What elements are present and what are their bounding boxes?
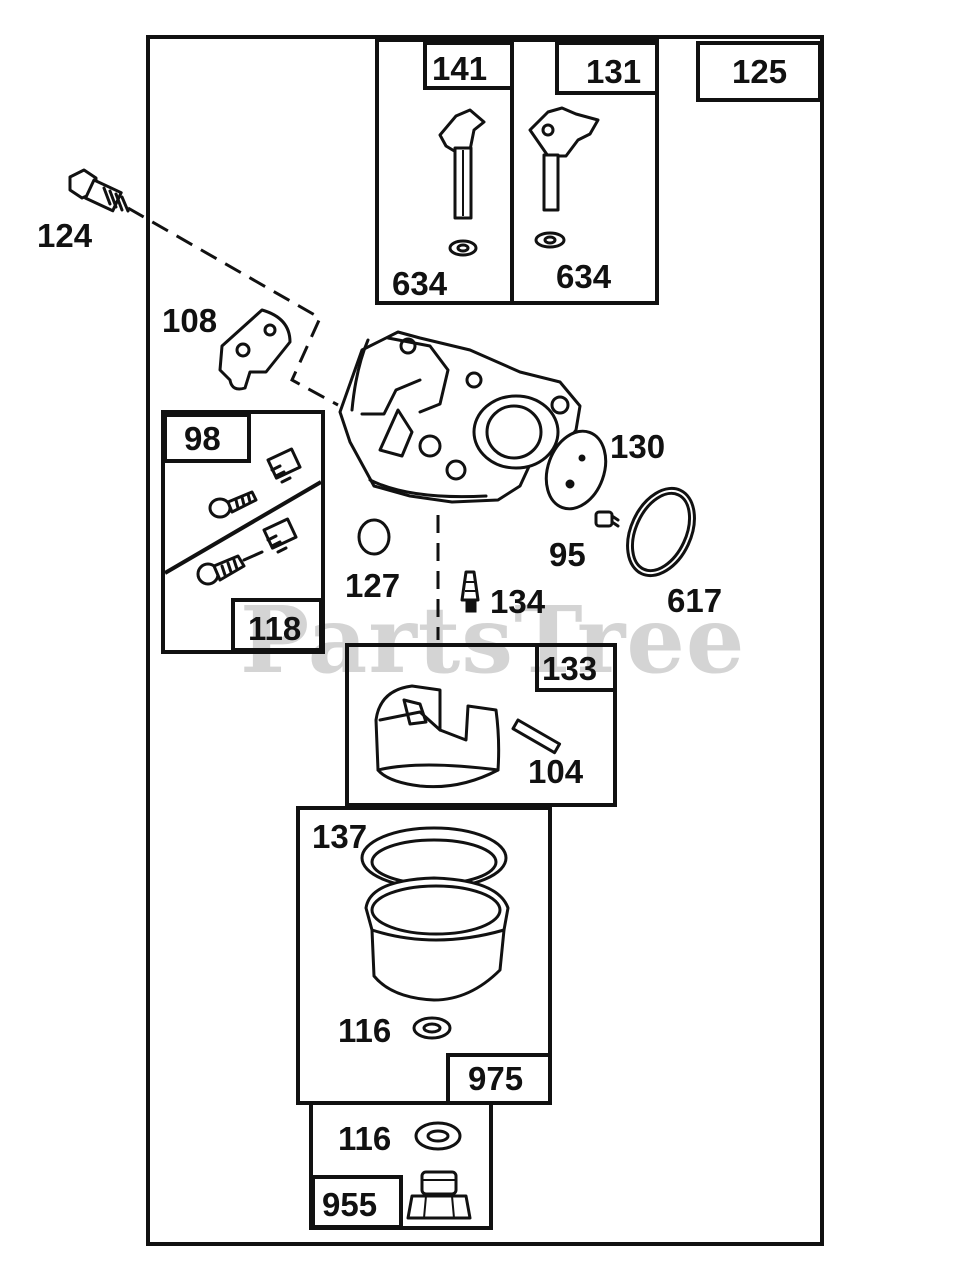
label-141: 141 — [432, 50, 487, 87]
label-634-b: 634 — [556, 258, 612, 295]
oring-617-drawing — [626, 486, 696, 578]
kit-divider — [163, 480, 323, 575]
label-box-125 — [696, 41, 822, 102]
label-955: 955 — [322, 1186, 377, 1223]
kit-box-133 — [345, 643, 617, 807]
assembly-frame — [146, 35, 824, 1246]
screw-95-drawing — [594, 510, 620, 528]
float-133-drawing — [374, 684, 562, 789]
kit-box-131 — [510, 38, 659, 305]
bowl-975-drawing — [360, 826, 510, 1040]
label-617: 617 — [667, 582, 722, 619]
label-box-955 — [311, 1175, 403, 1229]
lever-131-drawing — [528, 106, 600, 249]
needle-134-drawing — [460, 570, 480, 613]
lever-141-drawing — [438, 108, 486, 257]
label-box-975 — [446, 1053, 552, 1105]
leader-124 — [127, 206, 339, 407]
label-137: 137 — [312, 818, 367, 855]
screw-124-drawing — [68, 168, 130, 213]
label-127: 127 — [345, 567, 400, 604]
kit-98-parts-drawing — [208, 447, 302, 519]
label-130: 130 — [610, 428, 665, 465]
label-box-118 — [231, 598, 323, 652]
label-box-98 — [163, 413, 251, 463]
label-975: 975 — [468, 1060, 523, 1097]
kit-118-parts-drawing — [196, 517, 298, 586]
oring-617-inner — [630, 491, 692, 573]
label-634-a: 634 — [392, 265, 448, 302]
label-box-131 — [555, 41, 659, 95]
label-116-a: 116 — [338, 1012, 391, 1049]
label-104: 104 — [528, 753, 584, 790]
nut-955-drawing — [406, 1121, 472, 1220]
label-131: 131 — [586, 53, 641, 90]
gasket-108-drawing — [218, 308, 292, 391]
label-95: 95 — [549, 536, 586, 573]
diaphragm-130-drawing — [544, 429, 608, 511]
label-108: 108 — [162, 302, 217, 339]
carburetor-body-drawing — [338, 330, 582, 504]
label-box-133 — [535, 643, 617, 692]
label-box-141 — [423, 41, 514, 90]
label-98: 98 — [184, 420, 221, 457]
label-118: 118 — [248, 610, 301, 647]
label-125: 125 — [732, 53, 787, 90]
label-116-b: 116 — [338, 1120, 391, 1157]
label-133: 133 — [542, 650, 597, 687]
plug-127-drawing — [357, 518, 391, 556]
label-124: 124 — [37, 217, 93, 254]
label-134: 134 — [490, 583, 546, 620]
